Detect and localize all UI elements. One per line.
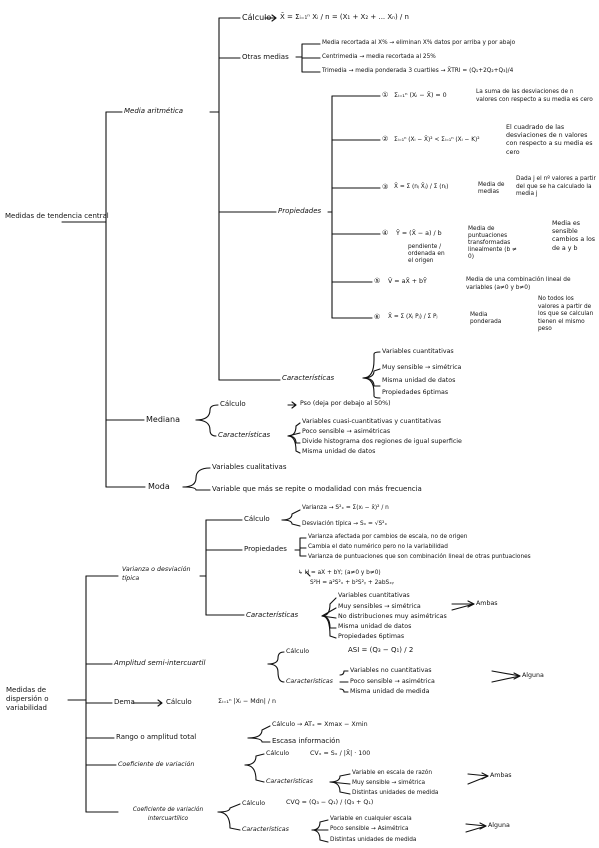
prop-description: Dada j el nº valores a partir del que se…: [516, 176, 596, 198]
varianza-propiedad: ↳ H = aX + bY; (a≠0 y b≠0): [298, 570, 381, 576]
varianza-caracteristica: Propiedades 6ptimas: [338, 633, 405, 640]
dispersion-node: Medidas de dispersión o variabilidad: [6, 686, 49, 712]
propiedades-label: Propiedades: [278, 207, 322, 215]
cvq-summary: Alguna: [488, 822, 510, 829]
rango-item: Escasa información: [272, 737, 340, 745]
varianza-calculo-item: Desviación típica → Sₓ = √S²ₓ: [302, 521, 388, 527]
amplitud-calculo-label: Cálculo: [286, 648, 310, 655]
otras-medias-line: Trimedia → media ponderada 3 cuartiles →…: [322, 68, 514, 74]
cv-calculo-formula: CVₓ = Sₓ / |X̄| · 100: [310, 750, 371, 757]
prop-number: ②: [382, 135, 389, 143]
moda-item: Variables cualitativas: [212, 463, 287, 471]
cv-summary: Ambas: [490, 772, 512, 779]
varianza-propiedad: S²H = a²S²ₓ + b²S²ᵧ + 2abSₓᵧ: [310, 580, 394, 586]
prop-description: La suma de las desviaciones de n valores…: [476, 89, 593, 103]
varianza-caracteristica: No distribuciones muy asimétricas: [338, 613, 447, 620]
mediana-calculo-text: Pso (deja por debajo al 50%): [300, 400, 391, 407]
prop-description: Media es sensible cambios a los de a y b: [552, 220, 596, 252]
varianza-caracteristica: Misma unidad de datos: [338, 623, 412, 630]
mediana-caracteristica: Variables cuasi-cuantitativas y cuantita…: [302, 418, 441, 425]
dema-title: Dema: [114, 698, 135, 706]
mediana-caracteristica: Misma unidad de datos: [302, 448, 376, 455]
media-caracteristicas-label: Características: [282, 374, 335, 382]
mediana-title: Mediana: [146, 415, 180, 424]
amplitud-caracteristica: Poco sensible → asimétrica: [350, 678, 435, 685]
media-caracteristica: Propiedades 6ptimas: [382, 389, 449, 396]
varianza-propiedad: Varianza de puntuaciones que son combina…: [308, 554, 531, 560]
prop-formula: V̄ = aX̄ + bȲ: [388, 278, 427, 285]
varianza-propiedad: Cambia el dato numérico pero no la varia…: [308, 544, 448, 550]
varianza-caracteristica: Muy sensibles → simétrica: [338, 603, 421, 610]
prop-middle-note: Media ponderada: [470, 312, 502, 325]
cv-caracteristicas-label: Características: [266, 778, 313, 785]
media-caracteristica: Variables cuantitativas: [382, 348, 454, 355]
mediana-caracteristica: Divide histograma dos regiones de igual …: [302, 438, 462, 445]
prop-number: ④: [382, 229, 389, 237]
cvq-calculo-label: Cálculo: [242, 800, 266, 807]
prop-number: ①: [382, 91, 389, 99]
varianza-caracteristica: Variables cuantitativas: [338, 592, 410, 599]
cvq-caracteristicas-label: Características: [242, 826, 289, 833]
amplitud-caracteristicas-label: Características: [286, 678, 333, 685]
media-title: Media aritmética: [124, 107, 184, 115]
varianza-caracteristicas-label: Características: [246, 611, 299, 619]
media-caracteristica: Muy sensible → simétrica: [382, 364, 462, 371]
mediana-calculo-label: Cálculo: [220, 400, 246, 408]
moda-title: Moda: [148, 482, 170, 491]
cvq-caracteristica: Poco sensible → Asimétrica: [330, 826, 409, 832]
prop-number: ⑥: [374, 313, 381, 321]
prop-formula: Σᵢ₌₁ⁿ (Xᵢ − X̄) = 0: [394, 92, 447, 99]
prop-middle-note: Media de medias: [478, 182, 505, 195]
amplitud-caracteristica: Misma unidad de medida: [350, 688, 430, 695]
prop-number: ③: [382, 183, 389, 191]
cv-title: Coeficiente de variación: [118, 761, 195, 768]
cv-caracteristica: Distintas unidades de medida: [352, 790, 439, 796]
amplitud-calculo-formula: ASI = (Q₃ − Q₁) / 2: [348, 646, 414, 654]
prop-side-note: pendiente / ordenada en el origen: [408, 244, 445, 264]
media-calculo-formula: X̄ = Σᵢ₌₁ⁿ Xᵢ / n = (X₁ + X₂ + ... Xₙ) /…: [280, 13, 409, 21]
mediana-caracteristica: Poco sensible → asimétricas: [302, 428, 391, 435]
dema-calculo-formula: Σᵢ₌₁ⁿ |Xᵢ − Mdn| / n: [218, 698, 276, 705]
prop-formula: Σᵢ₌₁ⁿ (Xᵢ − X̄)² < Σᵢ₌₁ⁿ (Xᵢ − K)²: [394, 137, 480, 143]
cvq-title: Coeficiente de variación intercuartílico: [132, 807, 204, 822]
central-tendency-node: Medidas de tendencia central: [5, 212, 109, 220]
moda-item: Variable que más se repite o modalidad c…: [212, 485, 422, 493]
mediana-caracteristicas-label: Características: [218, 431, 271, 439]
varianza-title: Varianza o desviación típica: [122, 566, 191, 583]
prop-description: Media de una combinación lineal de varia…: [466, 277, 571, 291]
media-calculo-label: Cálculo: [242, 13, 272, 22]
rango-item: Cálculo → ATₓ = Xmax − Xmin: [272, 721, 368, 728]
prop-formula: X̄ = Σ (Xⱼ Pⱼ) / Σ Pⱼ: [388, 314, 438, 320]
amplitud-caracteristica: Variables no cuantitativas: [350, 667, 432, 674]
cvq-caracteristica: Variable en cualquier escala: [330, 816, 412, 822]
otras-medias-line: Media recortada al X% → eliminan X% dato…: [322, 40, 516, 46]
cvq-caracteristica: Distintas unidades de medida: [330, 837, 417, 843]
prop-description: No todos los valores a partir de los que…: [538, 296, 594, 333]
media-caracteristica: Misma unidad de datos: [382, 377, 456, 384]
prop-formula: Ȳ = (X̄ − a) / b: [396, 230, 442, 237]
amplitud-title: Amplitud semi-intercuartil: [114, 659, 206, 667]
rango-title: Rango o amplitud total: [116, 733, 197, 741]
amplitud-summary: Alguna: [522, 672, 544, 679]
cv-calculo-label: Cálculo: [266, 750, 290, 757]
cvq-calculo-formula: CVQ = (Q₃ − Q₁) / (Q₃ + Q₁): [286, 799, 374, 806]
varianza-summary: Ambas: [476, 600, 498, 607]
otras-medias-label: Otras medias: [242, 53, 289, 61]
prop-description: El cuadrado de las desviaciones de n val…: [506, 124, 593, 156]
otras-medias-line: Centrimedia → media recortada al 25%: [322, 54, 436, 60]
prop-formula: X̄ = Σ (nⱼ X̄ⱼ) / Σ (nⱼ): [394, 184, 449, 190]
varianza-calculo-label: Cálculo: [244, 515, 270, 523]
cv-caracteristica: Muy sensible → simétrica: [352, 780, 426, 786]
varianza-propiedad: Varianza afectada por cambios de escala,…: [308, 534, 468, 540]
prop-number: ⑤: [374, 277, 381, 285]
prop-middle-note: Media de puntuaciones transformadas line…: [468, 226, 517, 260]
varianza-propiedades-label: Propiedades: [244, 545, 287, 553]
varianza-calculo-item: Varianza → S²ₓ = Σ(xᵢ − x̄)² / n: [302, 505, 389, 511]
cv-caracteristica: Variable en escala de razón: [352, 770, 433, 776]
dema-calculo-label: Cálculo: [166, 698, 192, 706]
